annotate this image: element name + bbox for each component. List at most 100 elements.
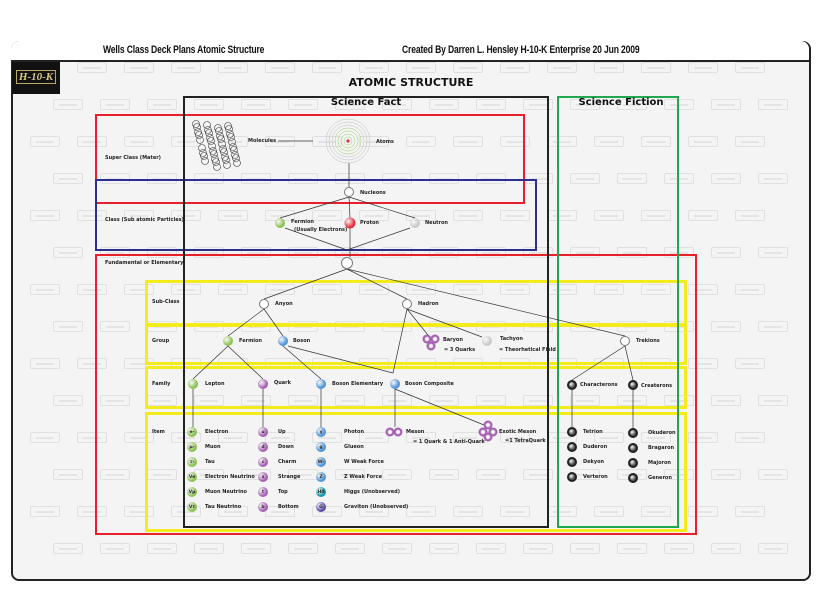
row-label-class: Class (Sub atomic Particles) xyxy=(105,217,184,223)
boson-label: Boson xyxy=(293,338,311,344)
characterons-node xyxy=(567,380,577,390)
boson-item-icon: H0 xyxy=(316,487,326,497)
watermark-tile xyxy=(523,469,553,480)
quark-bead xyxy=(488,427,498,437)
quark-item-icon: c xyxy=(258,457,268,467)
watermark-tile xyxy=(547,62,577,73)
lepton-item-icon: Vμ xyxy=(187,487,197,497)
watermark-tile xyxy=(758,99,788,110)
watermark-tile xyxy=(335,395,365,406)
watermark-tile xyxy=(735,62,765,73)
watermark-tile xyxy=(688,284,718,295)
connector-line xyxy=(263,308,284,337)
createron-item-icon xyxy=(628,443,638,453)
connector-line xyxy=(348,196,416,219)
watermark-tile xyxy=(641,432,671,443)
watermark-tile xyxy=(735,284,765,295)
quark-item-label: Down xyxy=(278,444,294,450)
watermark-tile xyxy=(100,321,130,332)
watermark-tile xyxy=(641,284,671,295)
proton-label: Proton xyxy=(360,220,379,226)
watermark-tile xyxy=(218,284,248,295)
watermark-tile xyxy=(406,62,436,73)
watermark-tile xyxy=(429,469,459,480)
watermark-tile xyxy=(124,136,154,147)
fermion-label: Fermion xyxy=(239,338,262,344)
boson-item-icon: g xyxy=(316,442,326,452)
quark-bead xyxy=(483,432,493,442)
quark-bead xyxy=(430,334,440,344)
watermark-tile xyxy=(758,469,788,480)
watermark-tile xyxy=(194,395,224,406)
watermark-tile xyxy=(241,395,271,406)
watermark-tile xyxy=(382,247,412,258)
watermark-tile xyxy=(359,432,389,443)
anyon-node xyxy=(259,299,269,309)
connector-line xyxy=(227,308,265,337)
lepton-item-label: Muon Neutrino xyxy=(205,489,247,495)
watermark-tile xyxy=(735,210,765,221)
characteron-item-label: Verteron xyxy=(583,474,608,480)
createron-item-label: Bragaron xyxy=(648,445,675,451)
molecules-label: Molecules xyxy=(248,138,277,144)
watermark-tile xyxy=(265,432,295,443)
watermark-tile xyxy=(288,395,318,406)
fermion-class-label: Fermion xyxy=(291,219,314,225)
watermark-tile xyxy=(171,62,201,73)
characteron-item-icon xyxy=(567,472,577,482)
watermark-tile xyxy=(617,395,647,406)
watermark-tile xyxy=(265,284,295,295)
watermark-tile xyxy=(30,432,60,443)
watermark-tile xyxy=(53,321,83,332)
watermark-tile xyxy=(688,210,718,221)
meson-note: = 1 Quark & 1 Anti-Quark xyxy=(413,439,485,445)
watermark-tile xyxy=(241,543,271,554)
characteron-item-icon xyxy=(567,427,577,437)
watermark-tile xyxy=(594,62,624,73)
watermark-tile xyxy=(100,543,130,554)
watermark-tile xyxy=(359,136,389,147)
trekions-label: Trekions xyxy=(636,338,660,344)
watermark-tile xyxy=(429,395,459,406)
connector-line xyxy=(346,268,408,300)
watermark-tile xyxy=(100,469,130,480)
watermark-tile xyxy=(476,395,506,406)
baryon-note: = 3 Quarks xyxy=(444,347,476,353)
watermark-tile xyxy=(288,99,318,110)
connector-line xyxy=(348,196,351,219)
watermark-tile xyxy=(218,506,248,517)
lepton-item-icon: Vτ xyxy=(187,502,197,512)
watermark-tile xyxy=(664,395,694,406)
molecule-illustration xyxy=(192,120,241,171)
watermark-tile xyxy=(147,543,177,554)
watermark-tile xyxy=(594,210,624,221)
watermark-tile xyxy=(664,247,694,258)
fermion-class-note: (Usually Electrons) xyxy=(294,227,348,233)
watermark-tile xyxy=(171,284,201,295)
watermark-tile xyxy=(500,506,530,517)
quark-item-icon: d xyxy=(258,442,268,452)
createron-item-icon xyxy=(628,458,638,468)
watermark-tile xyxy=(171,136,201,147)
row-label-family: Family xyxy=(152,381,171,387)
connector-line xyxy=(284,227,348,251)
watermark-tile xyxy=(312,62,342,73)
watermark-tile xyxy=(194,99,224,110)
watermark-tile xyxy=(265,62,295,73)
watermark-tile xyxy=(241,469,271,480)
watermark-tile xyxy=(453,210,483,221)
watermark-tile xyxy=(641,62,671,73)
watermark-tile xyxy=(335,469,365,480)
watermark-tile xyxy=(124,284,154,295)
lepton-item-icon: μ- xyxy=(187,442,197,452)
watermark-tile xyxy=(382,395,412,406)
watermark-tile xyxy=(406,506,436,517)
quark-bead xyxy=(478,427,488,437)
watermark-tile xyxy=(758,543,788,554)
watermark-tile xyxy=(500,284,530,295)
connector-line xyxy=(192,345,229,380)
quark-bead xyxy=(385,427,395,437)
boson-item-icon: G xyxy=(316,502,326,512)
row-label-group: Group xyxy=(152,338,170,344)
quark-bead xyxy=(426,341,436,351)
